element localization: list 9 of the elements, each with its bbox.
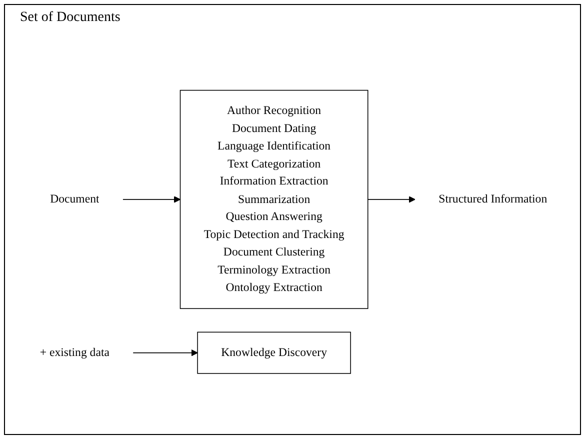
arrow [122,196,181,204]
arrow [367,196,416,204]
node-box: Author Recognition Document Dating Language Identification Text Categorization Information Extraction Summarization Question Answering Topic Detection and Tracking Document Clustering Terminology Extraction Ontology Extraction [180,90,368,310]
node-text: Document [50,193,100,206]
node-box: Knowledge Discovery [197,332,351,374]
arrow [132,349,198,356]
node-text: Structured Information [438,193,548,206]
note-text: Set of Documents [20,10,120,26]
node-text: + existing data [40,346,110,360]
